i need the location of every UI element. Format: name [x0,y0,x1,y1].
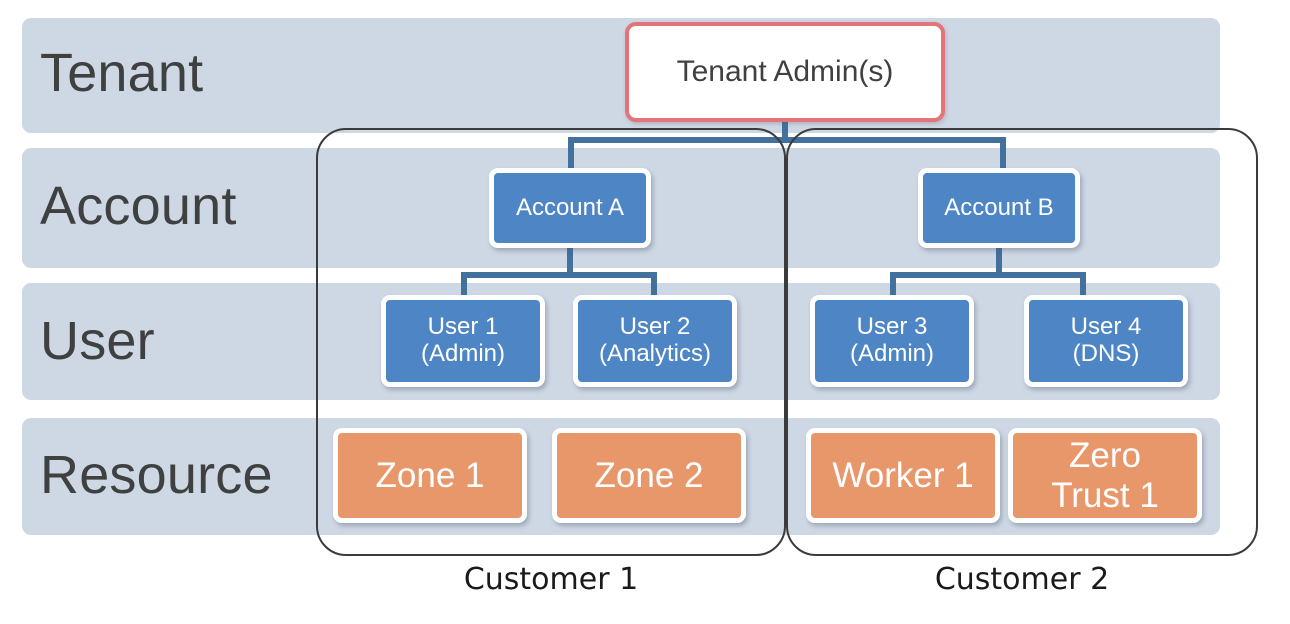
node-zero-trust-1[interactable]: Zero Trust 1 [1008,428,1202,523]
edge-tenantadmin-trunk [782,120,788,142]
node-account-b-label: Account B [944,193,1054,221]
tier-label-resource: Resource [40,445,273,505]
edge-to-account-a [568,137,574,173]
node-account-a[interactable]: Account A [489,168,651,248]
tier-band-tenant [22,18,1220,133]
edge-to-user4 [1080,272,1086,300]
node-user-3-label: User 3 [856,313,928,341]
group-outline-customer1 [316,128,786,556]
edge-usera-bus [461,272,657,278]
node-user-4-role: (DNS) [1072,340,1140,367]
node-zone-1[interactable]: Zone 1 [333,428,527,523]
edge-accounta-trunk [567,246,573,278]
edge-to-user3 [890,272,896,300]
node-tenant-admin-label: Tenant Admin(s) [676,55,894,89]
node-user-1-label: User 1 [427,313,499,341]
node-zone-2-label: Zone 2 [594,455,704,495]
edge-account-bus [568,137,1006,143]
node-zone-1-label: Zone 1 [375,455,485,495]
node-user-3[interactable]: User 3 (Admin) [810,295,974,387]
edge-to-user2 [651,272,657,300]
node-user-3-role: (Admin) [849,340,934,367]
edge-userb-bus [890,272,1086,278]
node-user-2-role: (Analytics) [598,340,712,367]
edge-to-account-b [1000,137,1006,173]
tier-label-tenant: Tenant [40,43,204,103]
node-zone-2[interactable]: Zone 2 [552,428,746,523]
node-user-4[interactable]: User 4 (DNS) [1024,295,1188,387]
edge-accountb-trunk [996,246,1002,278]
group-label-customer1: Customer 1 [463,562,639,597]
node-account-a-label: Account A [515,193,625,221]
node-account-b[interactable]: Account B [918,168,1080,248]
node-zero-trust-1-label-line2: Trust 1 [1051,475,1159,515]
node-user-2[interactable]: User 2 (Analytics) [573,295,737,387]
node-user-1-role: (Admin) [420,340,505,367]
group-outline-customer2 [786,128,1258,556]
node-worker-1[interactable]: Worker 1 [806,428,1000,523]
node-user-2-label: User 2 [619,313,691,341]
edge-to-user1 [461,272,467,300]
tier-label-account: Account [40,176,237,236]
group-label-customer2: Customer 2 [934,562,1110,597]
node-user-1[interactable]: User 1 (Admin) [381,295,545,387]
node-zero-trust-1-label-line1: Zero [1069,436,1141,476]
tier-label-user: User [40,311,155,371]
node-worker-1-label: Worker 1 [832,455,974,495]
node-tenant-admin[interactable]: Tenant Admin(s) [625,22,945,122]
node-user-4-label: User 4 [1070,313,1142,341]
